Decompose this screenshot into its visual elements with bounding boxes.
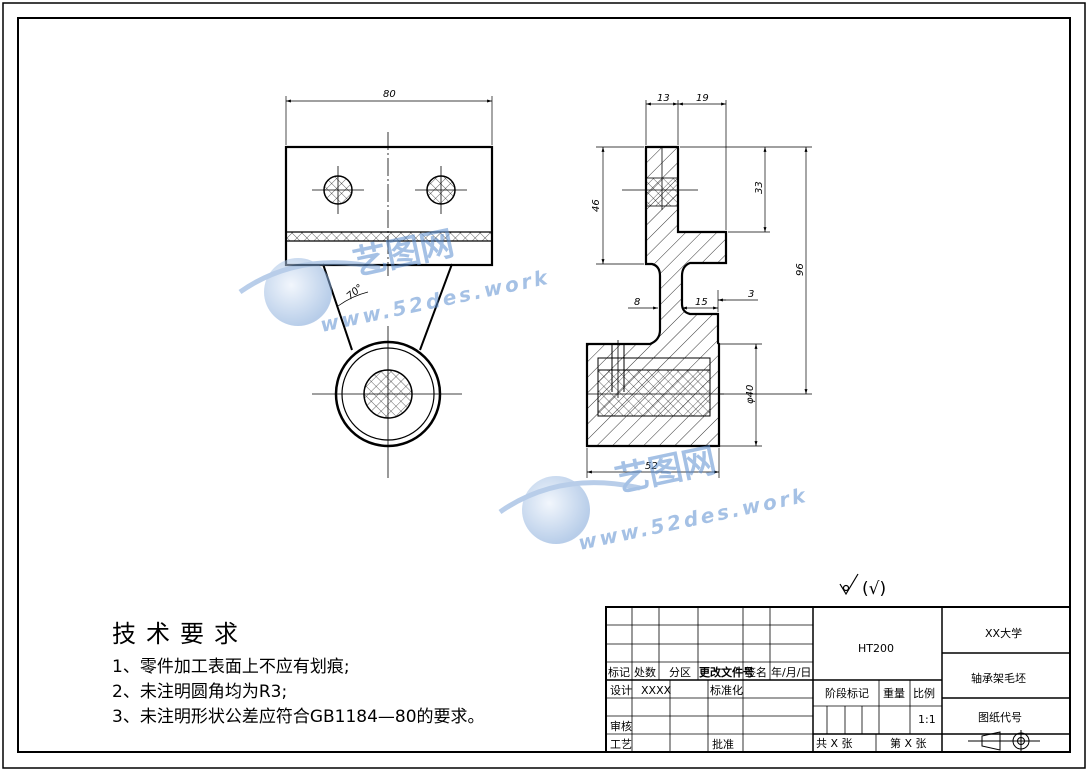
- organization: XX大学: [985, 626, 1022, 640]
- label-review: 审核: [610, 719, 632, 733]
- dim-8: 8: [634, 297, 640, 308]
- technical-requirements: 技术要求 1、零件加工表面上不应有划痕; 2、未注明圆角均为R3; 3、未注明形…: [112, 614, 485, 730]
- label-date: 年/月/日: [771, 665, 811, 679]
- label-standardize: 标准化: [710, 683, 743, 697]
- roughness-symbol-icon: [839, 573, 859, 596]
- label-mark: 标记: [608, 665, 630, 679]
- dim-52: 52: [645, 461, 658, 472]
- title-block-grid: [605, 606, 1071, 753]
- dim-19: 19: [696, 93, 709, 104]
- label-approve: 批准: [712, 737, 734, 751]
- dim-96: 96: [795, 263, 806, 276]
- label-zone: 分区: [669, 666, 691, 679]
- label-scale: 比例: [913, 686, 935, 700]
- dim-33: 33: [754, 181, 765, 194]
- watermark-2: 艺图网 www.52des.work: [498, 440, 810, 555]
- label-change-doc: 更改文件号: [699, 665, 754, 679]
- label-count: 处数: [634, 666, 656, 679]
- requirement-line-2: 2、未注明圆角均为R3;: [112, 682, 288, 702]
- dim-angle-70: 70°: [345, 282, 366, 302]
- front-view: [284, 96, 494, 478]
- svg-text:www.52des.work: www.52des.work: [576, 483, 810, 555]
- label-stage-mark: 阶段标记: [825, 686, 869, 700]
- side-section-view: [585, 145, 728, 448]
- side-view-dimensions: [586, 100, 812, 478]
- svg-text:艺图网: 艺图网: [612, 440, 720, 500]
- requirement-line-3: 3、未注明形状公差应符合GB1184—80的要求。: [112, 707, 485, 727]
- technical-requirements-title: 技术要求: [112, 620, 248, 648]
- label-sign: 签名: [745, 665, 767, 679]
- dim-phi40: φ40: [745, 385, 756, 404]
- dim-13: 13: [657, 93, 670, 104]
- label-weight: 重量: [883, 686, 905, 700]
- roughness-note: (√): [862, 579, 886, 599]
- drawing-code: 图纸代号: [978, 711, 1022, 724]
- label-process: 工艺: [610, 738, 632, 751]
- label-sheet-no: 第 X 张: [890, 736, 927, 750]
- label-total-sheets: 共 X 张: [816, 737, 853, 750]
- dim-80: 80: [383, 89, 396, 100]
- dim-15: 15: [695, 297, 708, 308]
- dim-3: 3: [748, 289, 754, 300]
- label-design: 设计: [610, 684, 632, 697]
- scale-value: 1:1: [918, 713, 936, 726]
- requirement-line-1: 1、零件加工表面上不应有划痕;: [112, 657, 350, 677]
- part-name: 轴承架毛坯: [971, 671, 1026, 685]
- inner-border: [17, 17, 1071, 753]
- projection-symbol-icon: [968, 730, 1040, 752]
- dim-46: 46: [591, 199, 602, 212]
- design-name: XXXX: [641, 684, 672, 697]
- material: HT200: [858, 642, 894, 655]
- title-block-text: 标记 处数 分区 更改文件号 签名 年/月/日 设计 XXXX 标准化 审核 工…: [608, 626, 1026, 751]
